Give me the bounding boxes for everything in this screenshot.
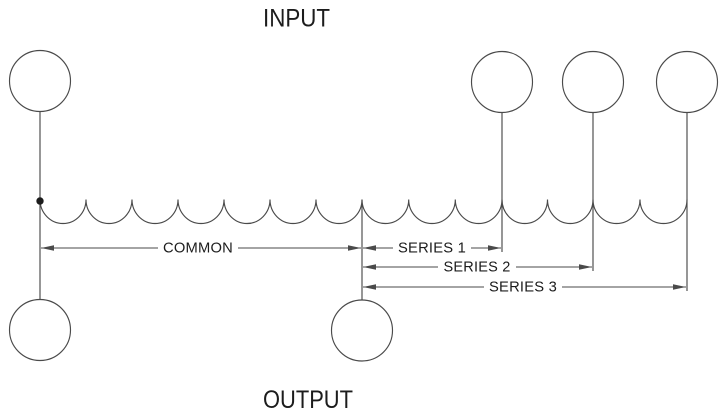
series-1-dimension-label: SERIES 1 — [398, 241, 466, 257]
common-label-gap — [158, 240, 238, 256]
common-right-arrow-icon — [348, 245, 361, 251]
series-1-terminal-circle — [470, 50, 534, 114]
series-3-terminal-circle — [655, 50, 719, 114]
output-title: OUTPUT — [263, 386, 353, 414]
series-1-left-arrow-icon — [363, 245, 376, 251]
output-tap-terminal-circle — [330, 299, 394, 362]
series-3-dimension-label: SERIES 3 — [489, 280, 557, 296]
output-common-terminal-circle — [8, 298, 72, 362]
series-2-label-gap — [438, 259, 516, 275]
series-2-dimension-label: SERIES 2 — [444, 260, 511, 276]
series-2-left-arrow-icon — [363, 264, 376, 270]
input-terminal-circle — [8, 49, 72, 113]
series-1-right-arrow-icon — [488, 245, 501, 251]
input-title: INPUT — [263, 5, 330, 33]
series-2-right-arrow-icon — [579, 264, 592, 270]
series-3-label-gap — [484, 279, 562, 295]
series-3-right-arrow-icon — [673, 284, 686, 290]
series-2-terminal-circle — [561, 50, 625, 114]
junction-dot — [36, 197, 44, 205]
common-dimension-label: COMMON — [163, 241, 233, 257]
winding-coil — [39, 199, 688, 224]
series-3-left-arrow-icon — [363, 284, 376, 290]
common-left-arrow-icon — [41, 245, 54, 251]
series-1-label-gap — [393, 240, 471, 256]
